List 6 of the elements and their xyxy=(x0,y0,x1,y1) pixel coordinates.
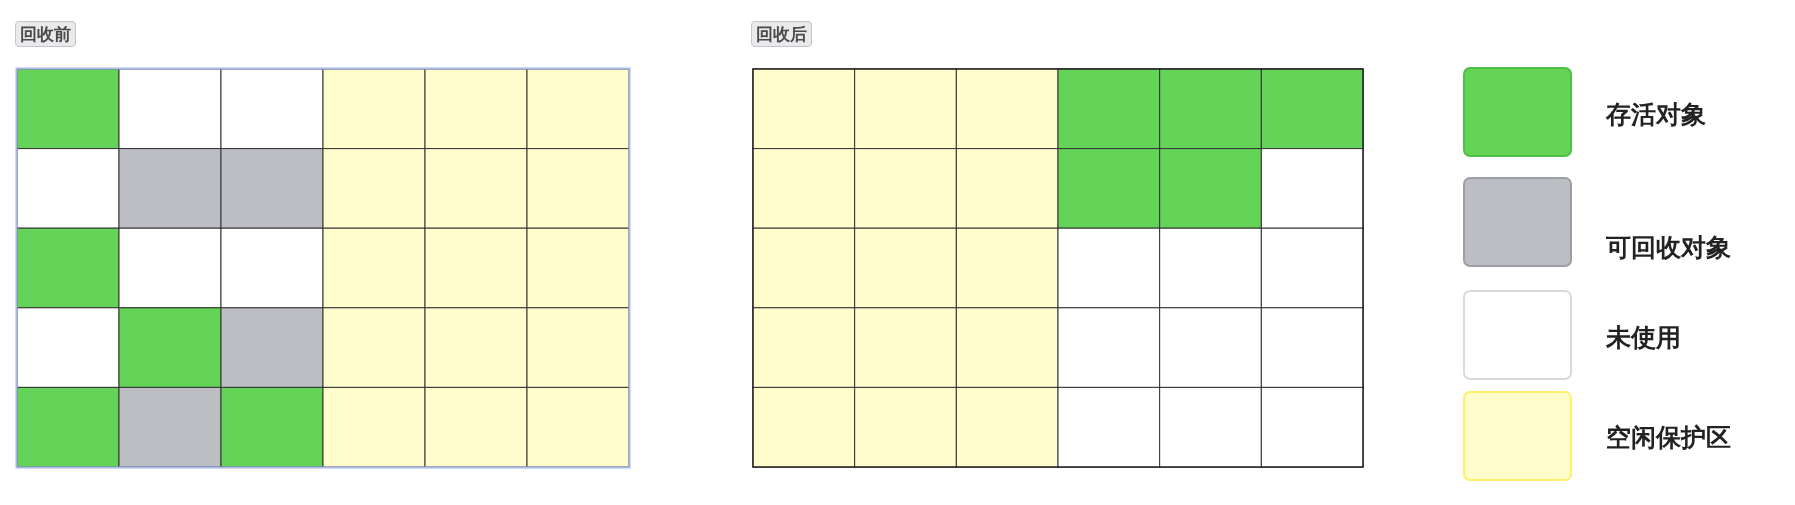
section-label: 回收前 xyxy=(15,21,76,47)
legend-label: 空闲保护区 xyxy=(1606,423,1731,453)
section-label: 回收后 xyxy=(751,21,812,47)
legend-label: 存活对象 xyxy=(1606,100,1706,130)
legend-label: 未使用 xyxy=(1606,323,1681,353)
legend-label: 可回收对象 xyxy=(1606,233,1731,263)
